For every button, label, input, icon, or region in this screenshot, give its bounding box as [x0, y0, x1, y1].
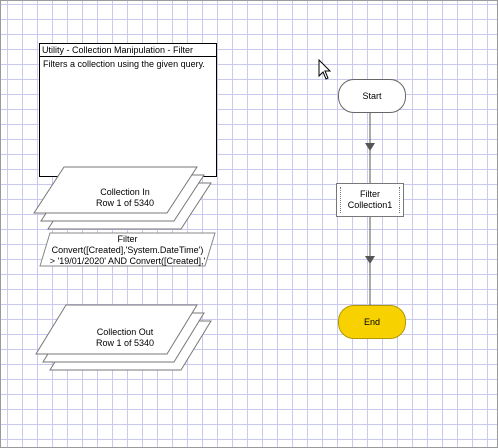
collection-in-shape[interactable]	[33, 166, 212, 230]
arrow-down-icon	[365, 143, 375, 151]
note-title: Utility - Collection Manipulation - Filt…	[40, 44, 216, 57]
action-label-line2: Collection1	[347, 200, 393, 210]
collection-in-name: Collection In	[100, 187, 150, 197]
filter-query-label: Filter Convert([Created],'System.DateTim…	[40, 234, 215, 267]
collection-in-label: Collection In Row 1 of 5340	[70, 187, 180, 209]
collection-out-shape[interactable]	[35, 304, 212, 371]
filter-query-line1: Convert([Created],'System.DateTime')	[51, 245, 204, 255]
collection-out-name: Collection Out	[96, 327, 154, 337]
filter-query-line2: > '19/01/2020' AND Convert([Created],'	[49, 256, 206, 266]
flow-connectors	[365, 111, 375, 305]
action-label: Filter Collection1	[337, 189, 403, 211]
end-stage[interactable]: End	[338, 305, 406, 339]
action-inner-border	[340, 187, 400, 213]
start-stage[interactable]: Start	[338, 79, 406, 113]
collection-out-row: Row 1 of 5340	[95, 338, 155, 348]
collection-out-label: Collection Out Row 1 of 5340	[70, 327, 180, 349]
action-label-line1: Filter	[360, 189, 380, 199]
filter-query-shape[interactable]	[39, 232, 216, 267]
filter-query-title: Filter	[117, 234, 138, 244]
filter-collection-action[interactable]: Filter Collection1	[336, 183, 404, 217]
mouse-cursor-icon	[318, 59, 332, 80]
collection-in-row: Row 1 of 5340	[95, 198, 155, 208]
note-body: Filters a collection using the given que…	[43, 59, 205, 69]
arrow-down-icon	[365, 256, 375, 264]
